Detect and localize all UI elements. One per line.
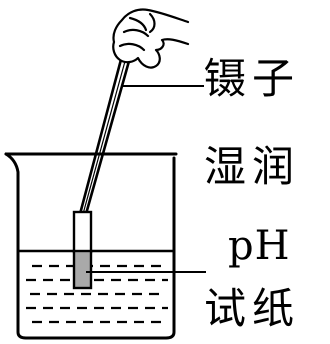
hand: [112, 8, 190, 69]
label-tweezers: 镊子: [204, 54, 301, 103]
liquid: [18, 249, 174, 324]
tweezers-arm-right: [84, 52, 133, 216]
tweezers: [78, 50, 133, 216]
finger-line: [118, 42, 146, 52]
tweezers-arm-left: [78, 50, 125, 216]
paper-strip-wet: [72, 249, 93, 290]
thumb-line: [148, 12, 156, 34]
finger-line: [122, 28, 150, 38]
label-test-paper: 试纸: [204, 284, 301, 333]
leader-lines: [86, 85, 206, 273]
hand-outline: [112, 8, 190, 69]
label-ph: pH: [228, 223, 291, 269]
beaker: [4, 152, 178, 340]
beaker-body: [4, 152, 176, 340]
tweezers-arm-inner: [82, 53, 128, 215]
label-moistened: 湿润: [204, 142, 301, 191]
finger-line: [128, 16, 148, 32]
paper-strip-dry: [72, 210, 93, 254]
ph-test-paper: [72, 210, 93, 290]
